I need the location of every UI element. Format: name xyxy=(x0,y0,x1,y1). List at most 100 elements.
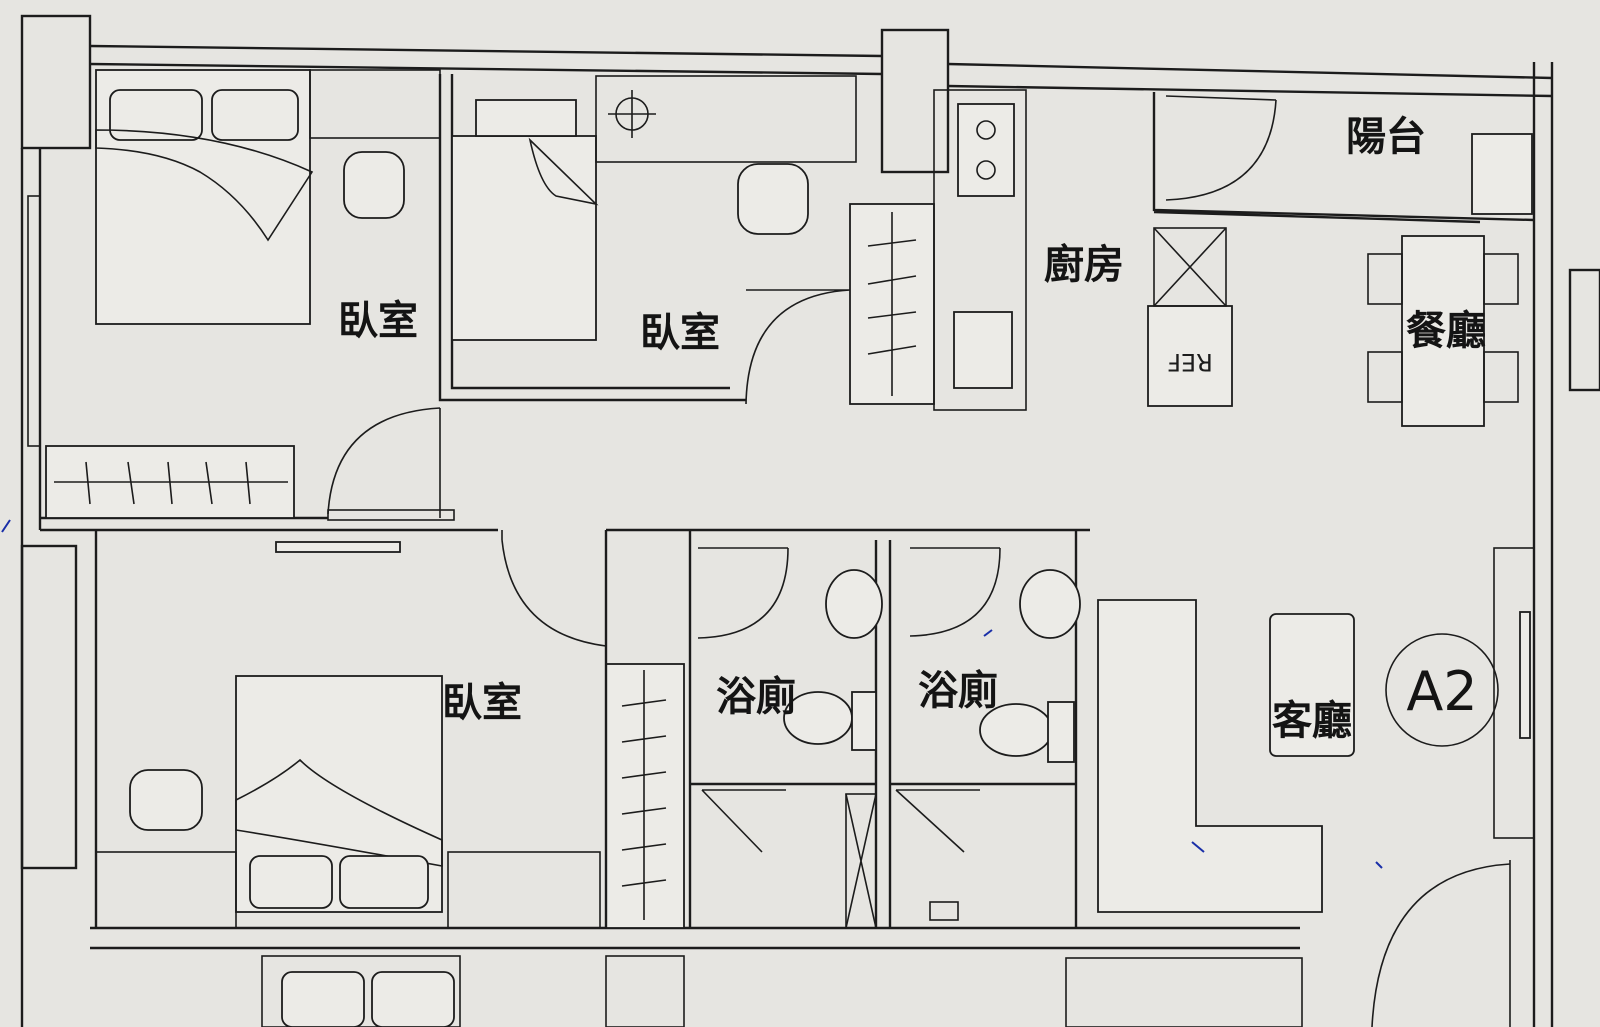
faucet-icon xyxy=(929,901,959,921)
blanket-fold xyxy=(235,758,443,867)
pillow-icon xyxy=(339,855,429,909)
pillow-icon xyxy=(249,855,333,909)
left-wall xyxy=(20,148,42,1027)
sink-icon xyxy=(953,311,1013,389)
pillow-icon xyxy=(475,99,577,137)
fridge-icon xyxy=(1147,305,1233,407)
entry-door-swing xyxy=(1371,860,1511,1027)
tv-cabinet xyxy=(1493,547,1535,839)
bed-top-middle xyxy=(451,135,597,341)
balcony-door-swing xyxy=(1165,95,1277,201)
room-label-bedroom-top-left: 臥室 xyxy=(338,298,418,344)
door-swing xyxy=(501,530,607,647)
chair-icon xyxy=(129,769,203,831)
desk-top-middle xyxy=(595,75,857,163)
chair-icon xyxy=(737,163,809,235)
lower-unit xyxy=(261,955,1303,1027)
room-label-bathroom-right: 浴廁 xyxy=(918,668,998,714)
living-room xyxy=(1097,547,1535,1027)
left-window xyxy=(27,195,41,447)
kitchen-counter xyxy=(933,89,1027,411)
dining-chair xyxy=(1367,253,1403,305)
dining xyxy=(1367,235,1519,427)
shower-door-swing xyxy=(701,789,786,853)
pillow-icon xyxy=(371,971,455,1027)
hanger-rod xyxy=(621,670,667,920)
burner-icon xyxy=(976,160,996,180)
door-swing xyxy=(697,547,789,639)
pen-mark xyxy=(1191,841,1205,853)
toilet-tank xyxy=(1047,701,1075,763)
balcony xyxy=(1152,92,1535,224)
wall-segment xyxy=(604,528,1090,928)
wardrobe-bottom xyxy=(605,663,685,929)
room-label-balcony: 陽台 xyxy=(1346,114,1426,160)
ceiling-light-cross xyxy=(608,90,656,138)
pillow-icon xyxy=(281,971,365,1027)
counter-lower-unit xyxy=(1065,957,1303,1027)
door-swing xyxy=(909,547,1001,637)
pillow-icon xyxy=(109,89,203,141)
shower-niche-cross xyxy=(845,793,877,929)
right-wall xyxy=(1532,62,1554,1027)
room-label-bedroom-bottom: 臥室 xyxy=(442,680,522,726)
dining-chair xyxy=(1483,253,1519,305)
column-top-left xyxy=(20,14,92,150)
balcony-wall xyxy=(1152,92,1535,224)
dining-chair xyxy=(1483,351,1519,403)
blanket-corner xyxy=(528,137,599,206)
coffee-table xyxy=(1269,613,1355,757)
bedroom-bottom xyxy=(95,528,1090,929)
side-table xyxy=(447,851,601,929)
wardrobe-lower-unit xyxy=(605,955,685,1027)
cabinet-cross xyxy=(1153,227,1227,307)
room-label-dining: 餐廳 xyxy=(1406,308,1486,354)
room-label-kitchen: 廚房 xyxy=(1044,242,1124,288)
door-swing xyxy=(745,289,851,405)
stove-icon xyxy=(957,103,1015,197)
hanger-rod xyxy=(867,212,917,396)
unit-badge-label: A2 xyxy=(1406,660,1477,723)
kitchen xyxy=(933,89,1233,411)
pillow-icon xyxy=(211,89,299,141)
top-wall xyxy=(89,44,1553,98)
dining-table xyxy=(1401,235,1485,427)
bathroom-left xyxy=(688,530,883,929)
hanger-rod xyxy=(54,461,288,505)
blanket-fold xyxy=(95,129,314,242)
column-top-middle xyxy=(880,28,950,174)
burner-icon xyxy=(976,120,996,140)
room-label-living: 客廳 xyxy=(1272,698,1352,744)
bed-lower-unit xyxy=(261,955,461,1027)
bathroom-right xyxy=(888,530,1081,928)
door-swing xyxy=(327,407,441,518)
desk-bottom xyxy=(95,851,237,929)
shower-niche xyxy=(845,793,877,929)
tv-icon xyxy=(1519,611,1531,739)
unit-badge-circle xyxy=(1385,633,1499,747)
bottom-wall xyxy=(90,926,1300,950)
bedroom-top-middle xyxy=(438,74,935,405)
cabinet-cross-box xyxy=(1153,227,1227,307)
shower-door-swing xyxy=(895,789,980,853)
dining-chair xyxy=(1367,351,1403,403)
right-column xyxy=(1568,268,1600,392)
washer-icon xyxy=(1471,133,1533,215)
pen-marks xyxy=(1,519,1383,869)
sofa-outline xyxy=(1097,599,1323,913)
pen-mark xyxy=(1,519,11,533)
washbasin-icon xyxy=(825,569,883,639)
toilet-tank xyxy=(851,691,877,751)
room-label-bathroom-left: 浴廁 xyxy=(716,674,796,720)
washbasin-icon xyxy=(1019,569,1081,639)
room-label-bedroom-top-middle: 臥室 xyxy=(640,310,720,356)
desk-top-left xyxy=(309,69,441,139)
window-sill xyxy=(275,541,401,553)
pen-mark xyxy=(983,629,993,637)
fridge-label: REF xyxy=(1167,348,1213,376)
door-leaf xyxy=(327,509,455,521)
column-lower-left xyxy=(20,544,78,870)
bedroom-top-left xyxy=(45,69,455,521)
pen-mark xyxy=(1375,861,1383,869)
